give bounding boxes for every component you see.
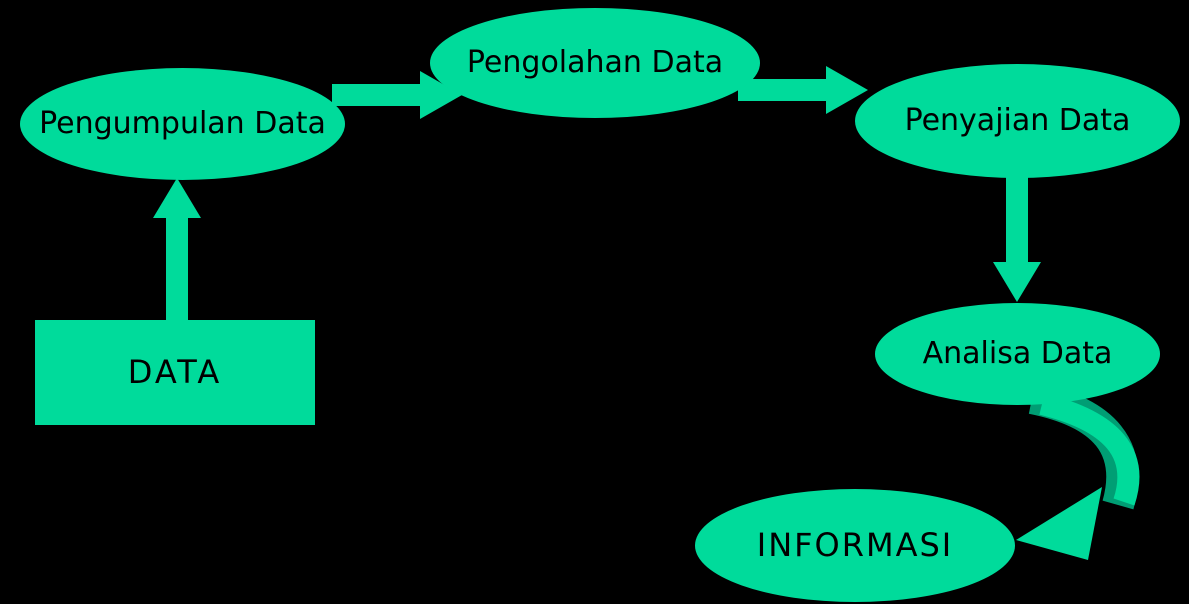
node-penyajian-data: Penyajian Data — [855, 64, 1180, 178]
node-pengumpulan-data: Pengumpulan Data — [20, 68, 345, 180]
node-analisa-data: Analisa Data — [875, 303, 1160, 405]
node-analisa-data-label: Analisa Data — [922, 336, 1113, 372]
node-informasi: INFORMASI — [695, 489, 1015, 602]
node-data-label: DATA — [127, 352, 223, 391]
curved-arrow-analisa-to-informasi — [1016, 382, 1140, 560]
curved-arrow-head — [1016, 487, 1102, 560]
node-pengolahan-data-label: Pengolahan Data — [466, 45, 724, 81]
node-data: DATA — [35, 320, 315, 425]
node-pengumpulan-data-label: Pengumpulan Data — [39, 106, 326, 142]
arrow-pengolahan-to-penyajian — [738, 66, 868, 114]
node-informasi-label: INFORMASI — [756, 525, 954, 564]
arrow-data-to-pengumpulan — [153, 178, 201, 321]
curved-arrow-shadow — [1028, 382, 1139, 510]
node-penyajian-data-label: Penyajian Data — [904, 103, 1131, 139]
node-pengolahan-data: Pengolahan Data — [430, 8, 760, 118]
curved-arrow-body — [1039, 393, 1140, 506]
arrow-penyajian-to-analisa — [993, 175, 1041, 302]
